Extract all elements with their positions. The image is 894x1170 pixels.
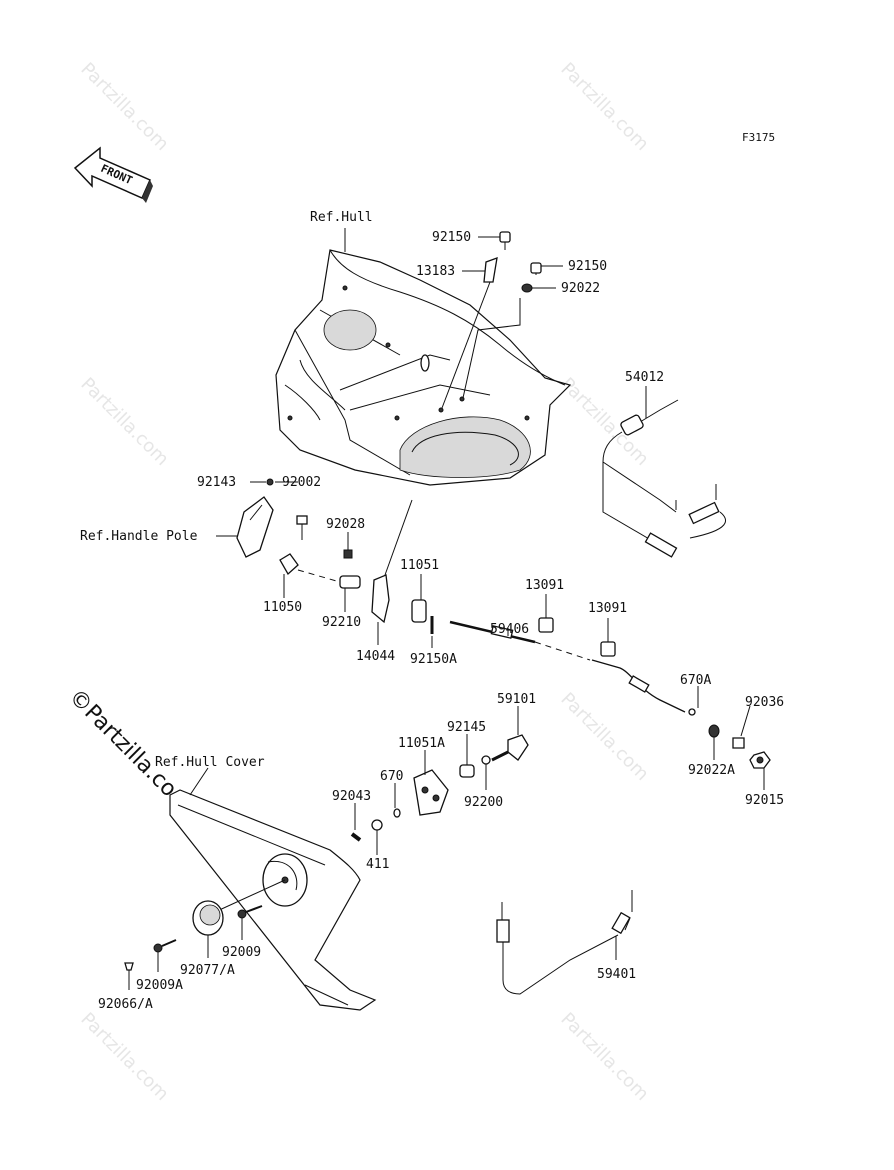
- nut-92028: [343, 549, 353, 559]
- label-13091-b: 13091: [588, 601, 627, 616]
- washer-92200: [481, 755, 491, 765]
- part-59101: [491, 734, 529, 762]
- spacer-92210: [339, 575, 361, 589]
- label-92150-right: 92150: [568, 259, 607, 274]
- label-59101: 59101: [497, 692, 536, 707]
- cable-59401: [496, 890, 633, 995]
- spring-92043: [350, 832, 362, 842]
- part-670A: [688, 708, 696, 716]
- diagram-code: F3175: [742, 131, 775, 144]
- cable-54012: [602, 399, 726, 558]
- label-59406: 59406: [490, 622, 529, 637]
- label-92036: 92036: [745, 695, 784, 710]
- label-13091-a: 13091: [525, 578, 564, 593]
- washer-92022A: [708, 724, 720, 738]
- clip-13091-b: [600, 641, 616, 657]
- clip-13091-a: [538, 617, 554, 633]
- label-92022: 92022: [561, 281, 600, 296]
- bolt-92002: [296, 515, 308, 540]
- label-92002: 92002: [282, 475, 321, 490]
- watermark-text: Partzilla.com: [76, 59, 172, 155]
- bracket-13183: [483, 257, 498, 283]
- bracket-handle-pole: [236, 496, 274, 558]
- label-92009: 92009: [222, 945, 261, 960]
- washer-411: [371, 819, 383, 831]
- ref-hull-label: Ref.Hull: [310, 210, 373, 225]
- label-92077A: 92077/A: [180, 963, 235, 978]
- watermark-text: Partzilla.com: [556, 689, 652, 785]
- clamp-11050: [279, 553, 299, 576]
- nut-92015: [749, 751, 771, 769]
- watermark-text: Partzilla.com: [556, 1009, 652, 1105]
- bracket-11051A: [413, 769, 449, 816]
- bolt-92150-top: [499, 231, 511, 250]
- part-92036: [732, 737, 745, 749]
- bracket-14044: [371, 574, 390, 624]
- washer-92022: [521, 283, 533, 293]
- label-92150-top: 92150: [432, 230, 471, 245]
- watermark-text: Partzilla.com: [76, 374, 172, 470]
- bolt-92150-right: [530, 262, 542, 275]
- label-92022A: 92022A: [688, 763, 735, 778]
- part-11051: [411, 599, 427, 623]
- ring-670: [393, 808, 401, 818]
- label-92009A: 92009A: [136, 978, 183, 993]
- label-670: 670: [380, 769, 403, 784]
- screw-92009A: [153, 939, 177, 953]
- front-arrow: FRONT: [73, 146, 153, 203]
- label-11051A: 11051A: [398, 736, 445, 751]
- label-92150A: 92150A: [410, 652, 457, 667]
- part-92145: [459, 764, 475, 778]
- label-11050: 11050: [263, 600, 302, 615]
- label-92028: 92028: [326, 517, 365, 532]
- label-54012: 54012: [625, 370, 664, 385]
- label-92210: 92210: [322, 615, 361, 630]
- label-92145: 92145: [447, 720, 486, 735]
- ref-hull-cover-label: Ref.Hull Cover: [155, 755, 265, 770]
- part-92143: [266, 478, 274, 486]
- label-670A: 670A: [680, 673, 711, 688]
- label-14044: 14044: [356, 649, 395, 664]
- plug-92066A: [124, 962, 134, 971]
- label-92143: 92143: [197, 475, 236, 490]
- label-59401: 59401: [597, 967, 636, 982]
- cable-59406: [449, 620, 686, 713]
- label-92066A: 92066/A: [98, 997, 153, 1012]
- label-411: 411: [366, 857, 389, 872]
- cap-92077A: [192, 900, 224, 936]
- ref-handle-pole-label: Ref.Handle Pole: [80, 529, 198, 544]
- watermark-text: Partzilla.com: [556, 59, 652, 155]
- label-92043: 92043: [332, 789, 371, 804]
- label-13183: 13183: [416, 264, 455, 279]
- hull-part: [275, 249, 572, 486]
- watermark-text: Partzilla.com: [76, 1009, 172, 1105]
- label-11051: 11051: [400, 558, 439, 573]
- label-92015: 92015: [745, 793, 784, 808]
- label-92200: 92200: [464, 795, 503, 810]
